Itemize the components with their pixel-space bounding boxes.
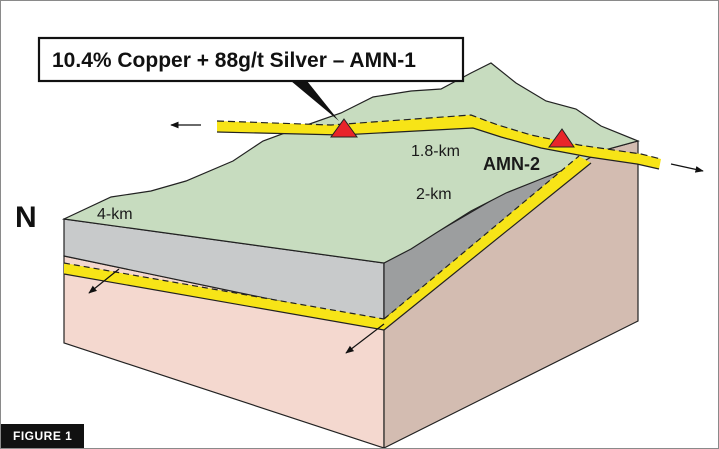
distance-label-2km: 2-km [416, 186, 452, 203]
distance-label-4km: 4-km [97, 206, 133, 223]
arrow-icon [88, 268, 120, 294]
vein-side [384, 156, 591, 330]
vein-top [217, 115, 661, 169]
callout-leader [291, 81, 339, 121]
callout-text: 10.4% Copper + 88g/t Silver – AMN-1 [52, 49, 416, 72]
triangle-marker-icon [548, 128, 575, 148]
distance-label-1-8km: 1.8-km [411, 143, 460, 160]
callout-box [37, 36, 465, 83]
figure-tag: FIGURE 1 [1, 424, 85, 448]
arrow-icon [670, 163, 704, 173]
north-label: N [15, 201, 37, 234]
triangle-marker-icon [330, 118, 358, 138]
amn2-label: AMN-2 [483, 154, 540, 174]
arrow-icon [345, 323, 385, 354]
vein-front [64, 263, 384, 330]
top-surface [61, 62, 640, 264]
